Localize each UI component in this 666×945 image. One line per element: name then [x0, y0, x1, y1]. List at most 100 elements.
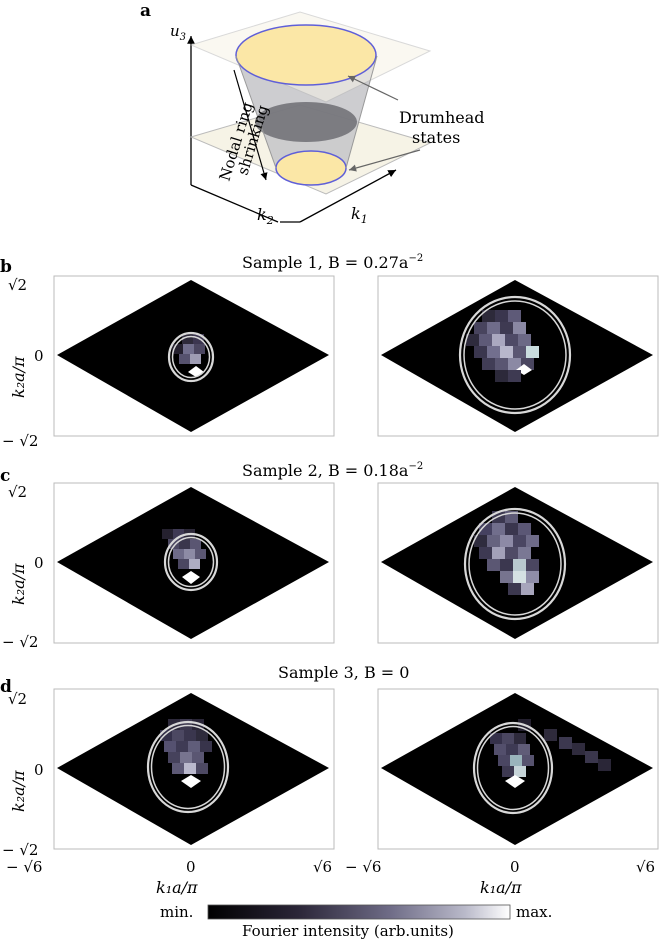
x-tick-zero: 0 — [186, 858, 196, 876]
map-cell — [518, 334, 531, 346]
ring-inner — [463, 300, 567, 410]
ring-outer — [146, 720, 230, 814]
row-d: d Sample 3, B = 0 — [0, 663, 659, 850]
map-cell — [495, 370, 508, 382]
map-cell — [180, 752, 192, 763]
sample-title-d: Sample 3, B = 0 — [278, 663, 409, 682]
map-cell — [492, 523, 505, 535]
panel-letter-c: c — [0, 466, 10, 486]
map-cell — [513, 571, 526, 583]
map-cell — [521, 583, 534, 595]
map-cell — [183, 344, 194, 354]
map-cell — [500, 535, 513, 547]
map-cell — [490, 733, 502, 744]
panel-a: a u3 k2 k1 Nodal ring shrinking Drumhead… — [140, 1, 485, 227]
y-tick-bottom: − √2 — [2, 432, 38, 450]
map-cell — [196, 730, 208, 741]
map-cell — [526, 571, 539, 583]
map-cell — [200, 741, 212, 752]
k1-axis-line — [299, 169, 397, 223]
ring-outer — [458, 295, 572, 415]
map-cell — [506, 744, 518, 755]
map-cell — [179, 539, 190, 549]
map-cell — [196, 763, 208, 774]
map-cell — [508, 370, 521, 382]
map-cell — [179, 354, 190, 364]
map-cell — [514, 766, 526, 777]
k2-axis-label: k2 — [257, 205, 274, 227]
map-cell — [513, 559, 526, 571]
colorbar-max-label: max. — [516, 903, 552, 921]
map-cell — [184, 549, 195, 559]
y-tick-zero: 0 — [34, 347, 44, 365]
map-peak — [182, 571, 200, 584]
map-cell — [487, 559, 500, 571]
ring-outer — [472, 721, 554, 815]
ring-inner — [476, 725, 550, 811]
map-cell — [492, 334, 505, 346]
colorbar-title: Fourier intensity (arb.units) — [242, 922, 454, 940]
k2-axis-line — [190, 184, 279, 223]
map-b-left — [53, 275, 335, 437]
map-cell — [508, 583, 521, 595]
map-cell — [513, 346, 526, 358]
k1-axis-label: k1 — [351, 204, 368, 226]
map-cell — [518, 744, 530, 755]
map-cell — [508, 310, 521, 322]
panel-letter-d: d — [0, 677, 12, 697]
map-cell — [487, 535, 500, 547]
y-tick-top: √2 — [8, 276, 27, 294]
map-cell — [192, 752, 204, 763]
map-cell — [544, 729, 557, 741]
y-axis-row-c: √2 0 − √2 k₂a/π — [2, 483, 44, 651]
x-tick-left: − √6 — [6, 858, 42, 876]
map-d-left — [53, 688, 335, 850]
y-axis-label: k₂a/π — [9, 770, 28, 812]
map-cell — [522, 755, 534, 766]
ring-inner — [171, 335, 211, 379]
x-axis-left: − √6 0 √6 k₁a/π — [6, 858, 332, 897]
cone-edge-right — [345, 55, 378, 169]
map-cell — [518, 547, 531, 559]
x-tick-zero: 0 — [510, 858, 520, 876]
colorbar-min-label: min. — [160, 903, 193, 921]
callout-arrow-top — [347, 75, 399, 101]
map-cell — [479, 523, 492, 535]
y-tick-top: √2 — [8, 483, 27, 501]
map-cell — [514, 733, 526, 744]
row-c: c Sample 2, B = 0.18a−2 — [0, 461, 659, 644]
x-tick-right: √6 — [636, 858, 655, 876]
map-cell — [502, 766, 514, 777]
shrinking-arrow — [233, 69, 268, 181]
callout-arrow-bottom — [348, 149, 421, 172]
map-cell — [505, 334, 518, 346]
map-cell — [195, 549, 206, 559]
map-cell — [482, 310, 495, 322]
colorbar: min. max. Fourier intensity (arb.units) — [160, 903, 552, 940]
y-axis-row-d: √2 0 − √2 k₂a/π — [2, 690, 44, 859]
map-cell — [192, 719, 204, 730]
map-cell — [526, 559, 539, 571]
map-cell — [494, 744, 506, 755]
map-cell — [173, 549, 184, 559]
map-c-right — [377, 482, 659, 644]
x-tick-right: √6 — [313, 858, 332, 876]
map-d-right — [377, 688, 659, 850]
map-peak — [181, 775, 201, 788]
y-tick-zero: 0 — [34, 554, 44, 572]
map-cell — [526, 346, 539, 358]
map-cell — [189, 559, 200, 569]
map-cell — [474, 346, 487, 358]
map-cell — [508, 358, 521, 370]
map-cell — [598, 759, 611, 771]
map-cell — [505, 547, 518, 559]
map-cell — [178, 559, 189, 569]
map-cell — [162, 529, 173, 539]
y-tick-bottom: − √2 — [2, 633, 38, 651]
map-cell — [194, 344, 205, 354]
sample-title-b: Sample 1, B = 0.27a−2 — [242, 253, 423, 272]
map-cell — [487, 322, 500, 334]
map-cell — [500, 346, 513, 358]
cone-mid-section — [255, 102, 357, 142]
map-cell — [184, 763, 196, 774]
